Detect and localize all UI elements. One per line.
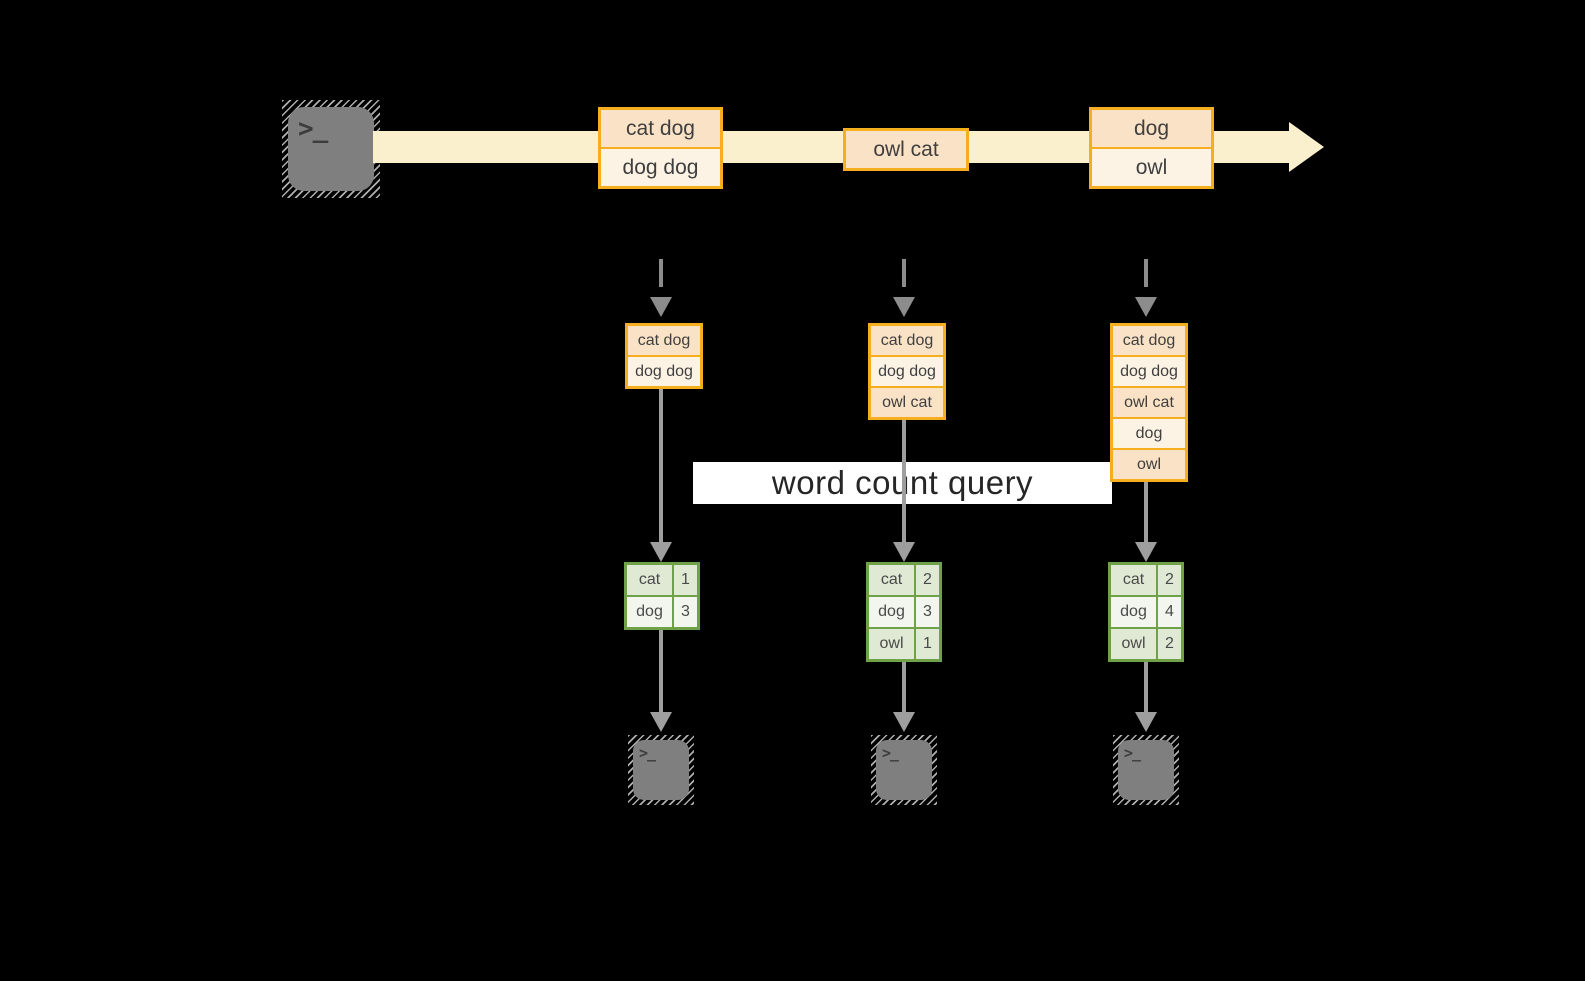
result-row: cat 2	[1111, 565, 1181, 595]
query-arrow-line-3	[1144, 480, 1148, 542]
result-table-2: cat 2 dog 3 owl 1	[866, 562, 942, 662]
terminal-screen	[288, 107, 374, 191]
result-count: 2	[1158, 629, 1181, 659]
input-table-1-row: cat dog	[628, 326, 700, 355]
query-arrow-head-1	[650, 542, 672, 562]
stream-batch-1-line: dog dog	[601, 147, 720, 186]
input-table-2-row: owl cat	[871, 386, 943, 417]
dashed-arrow-line-1	[659, 259, 663, 287]
result-table-1: cat 1 dog 3	[624, 562, 700, 630]
query-arrow-head-3	[1135, 542, 1157, 562]
stream-batch-1-line: cat dog	[601, 110, 720, 147]
terminal-screen	[633, 740, 689, 800]
dashed-arrow-head-3	[1135, 297, 1157, 317]
source-terminal-icon: >_	[282, 100, 380, 198]
result-row: owl 2	[1111, 627, 1181, 659]
input-table-3-row: dog	[1113, 417, 1185, 448]
result-count: 2	[916, 565, 939, 595]
terminal-prompt-icon: >_	[298, 114, 328, 144]
result-count: 2	[1158, 565, 1181, 595]
result-count: 4	[1158, 597, 1181, 627]
stream-batch-3-line: dog	[1092, 110, 1211, 147]
sink-arrow-line-3	[1144, 662, 1148, 712]
result-row: cat 1	[627, 565, 697, 595]
result-row: cat 2	[869, 565, 939, 595]
input-table-2-row: dog dog	[871, 355, 943, 386]
terminal-screen	[1118, 740, 1174, 800]
query-arrow-line-2	[902, 418, 906, 542]
terminal-prompt-icon: >_	[1124, 744, 1141, 762]
dashed-arrow-head-2	[893, 297, 915, 317]
input-table-3-row: dog dog	[1113, 355, 1185, 386]
result-word: dog	[869, 597, 916, 627]
query-arrow-line-1	[659, 389, 663, 542]
sink-terminal-icon-1: >_	[628, 735, 694, 805]
result-count: 1	[916, 629, 939, 659]
stream-arrowhead-icon	[1289, 122, 1324, 172]
sink-terminal-icon-2: >_	[871, 735, 937, 805]
stream-batch-3-line: owl	[1092, 147, 1211, 186]
input-table-3: cat dog dog dog owl cat dog owl	[1110, 323, 1188, 482]
result-table-3: cat 2 dog 4 owl 2	[1108, 562, 1184, 662]
stream-batch-1: cat dog dog dog	[598, 107, 723, 189]
sink-arrow-line-2	[902, 662, 906, 712]
result-word: cat	[869, 565, 916, 595]
dashed-arrow-head-1	[650, 297, 672, 317]
result-word: cat	[627, 565, 674, 595]
dashed-arrow-line-2	[902, 259, 906, 287]
terminal-prompt-icon: >_	[882, 744, 899, 762]
result-word: owl	[1111, 629, 1158, 659]
input-table-2-row: cat dog	[871, 326, 943, 355]
result-count: 3	[674, 597, 697, 627]
result-row: dog 4	[1111, 595, 1181, 627]
sink-arrow-head-2	[893, 712, 915, 732]
result-word: cat	[1111, 565, 1158, 595]
result-count: 1	[674, 565, 697, 595]
result-word: dog	[627, 597, 674, 627]
input-table-3-row: owl cat	[1113, 386, 1185, 417]
input-table-2: cat dog dog dog owl cat	[868, 323, 946, 420]
sink-arrow-head-3	[1135, 712, 1157, 732]
input-table-1-row: dog dog	[628, 355, 700, 386]
stream-batch-2: owl cat	[843, 128, 969, 171]
result-word: dog	[1111, 597, 1158, 627]
input-table-3-row: cat dog	[1113, 326, 1185, 355]
terminal-screen	[876, 740, 932, 800]
stream-batch-3: dog owl	[1089, 107, 1214, 189]
sink-terminal-icon-3: >_	[1113, 735, 1179, 805]
query-arrow-head-2	[893, 542, 915, 562]
input-table-3-row: owl	[1113, 448, 1185, 479]
stream-batch-2-line: owl cat	[846, 131, 966, 168]
terminal-prompt-icon: >_	[639, 744, 656, 762]
result-word: owl	[869, 629, 916, 659]
result-count: 3	[916, 597, 939, 627]
result-row: dog 3	[627, 595, 697, 627]
result-row: dog 3	[869, 595, 939, 627]
sink-arrow-line-1	[659, 630, 663, 712]
result-row: owl 1	[869, 627, 939, 659]
input-table-1: cat dog dog dog	[625, 323, 703, 389]
sink-arrow-head-1	[650, 712, 672, 732]
dashed-arrow-line-3	[1144, 259, 1148, 287]
